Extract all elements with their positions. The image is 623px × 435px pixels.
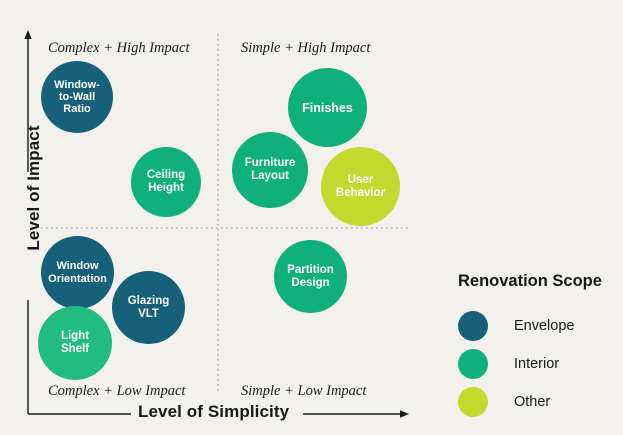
legend-swatch-envelope <box>458 311 488 341</box>
bubble-label: Finishes <box>302 100 353 115</box>
legend-item-other[interactable]: Other <box>458 383 602 421</box>
legend-swatch-interior <box>458 349 488 379</box>
x-axis-arrowhead <box>400 410 409 418</box>
legend-item-envelope[interactable]: Envelope <box>458 307 602 345</box>
legend-swatch-other <box>458 387 488 417</box>
x-axis-title: Level of Simplicity <box>138 402 290 421</box>
legend-label: Interior <box>514 356 560 372</box>
y-axis-arrowhead <box>24 30 32 39</box>
quadrant-label-top-right: Simple + High Impact <box>241 40 371 56</box>
legend-item-interior[interactable]: Interior <box>458 345 602 383</box>
bubble-finishes[interactable]: Finishes <box>288 68 367 147</box>
y-axis-title: Level of Impact <box>24 125 43 251</box>
legend-label: Other <box>514 394 551 410</box>
quadrant-label-bottom-left: Complex + Low Impact <box>48 383 186 399</box>
quadrant-label-bottom-right: Simple + Low Impact <box>241 383 367 399</box>
legend-label: Envelope <box>514 318 575 334</box>
legend-title: Renovation Scope <box>458 272 602 290</box>
quadrant-label-top-left: Complex + High Impact <box>48 40 190 56</box>
